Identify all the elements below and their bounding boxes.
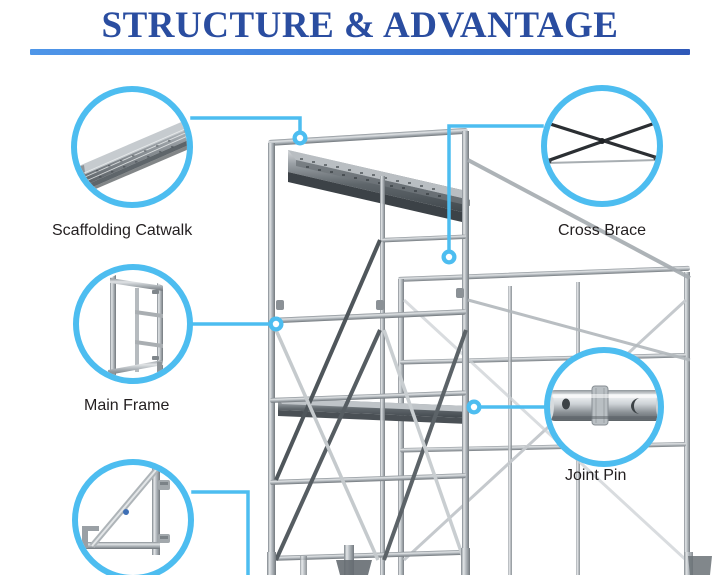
leader-line-cross-brace [447, 124, 544, 253]
callout-main-frame[interactable] [73, 264, 193, 386]
callout-cross-brace[interactable] [541, 85, 663, 207]
base-jacks [267, 545, 712, 575]
page-title: STRUCTURE & ADVANTAGE [101, 5, 619, 46]
leader-lines [190, 116, 547, 575]
callout-label-scaffolding-catwalk: Scaffolding Catwalk [52, 222, 193, 239]
lower-catwalk-deck [278, 398, 472, 424]
callout-joint-pin[interactable] [544, 347, 666, 467]
callout-label-joint-pin: Joint Pin [565, 467, 627, 484]
leader-line-side-bracket [191, 490, 250, 575]
callout-side-bracket[interactable] [72, 455, 194, 575]
callout-label-cross-brace: Cross Brace [558, 222, 647, 239]
callout-scaffolding-catwalk[interactable] [71, 86, 193, 208]
cross-brace-icon [547, 119, 657, 164]
scaffolding-tower-illustration [267, 127, 712, 575]
side-bracket-icon [82, 465, 170, 555]
joint-pin-icon [550, 385, 658, 426]
front-frame-left [268, 127, 469, 575]
title-underline-rule [30, 49, 690, 55]
upper-catwalk-deck [288, 150, 470, 222]
header: STRUCTURE & ADVANTAGE [0, 0, 720, 62]
anchor-dots [268, 130, 482, 415]
leader-line-scaffolding-catwalk [190, 116, 302, 134]
catwalk-plank-icon [77, 120, 187, 197]
callout-label-main-frame: Main Frame [84, 397, 170, 414]
